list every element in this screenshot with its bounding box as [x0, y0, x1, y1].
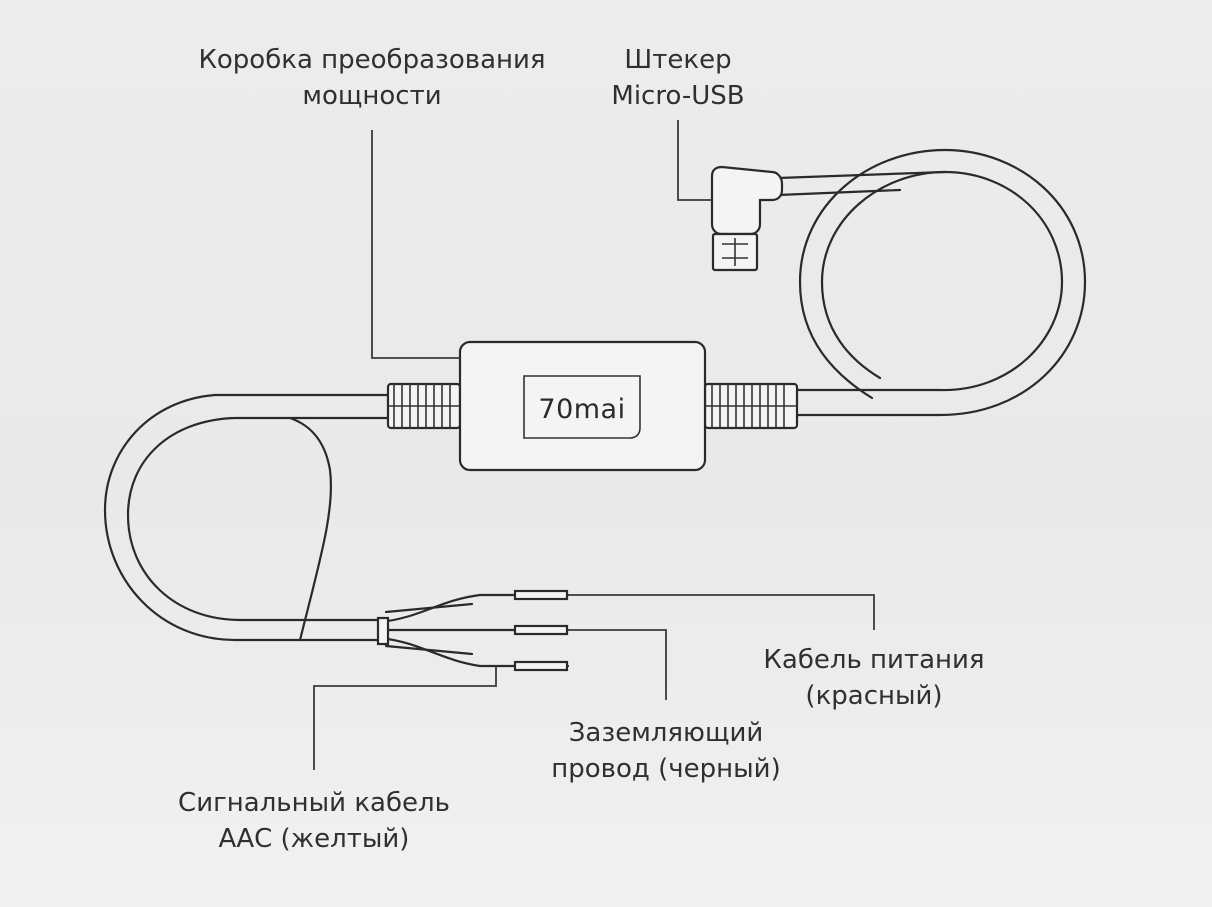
right-cable-loop: [776, 148, 1087, 417]
label-power-box-line1: Коробка преобразования: [198, 45, 546, 75]
wire-bundle: [376, 589, 570, 672]
right-strain-relief: [703, 382, 799, 430]
leader-lines: [313, 120, 875, 770]
left-cable-loop: [103, 393, 390, 642]
label-power-box-line2: мощности: [302, 81, 442, 111]
label-micro-usb-line1: Штекер: [624, 45, 732, 75]
left-strain-relief: [386, 382, 462, 430]
label-acc-cable-line1: Сигнальный кабель: [178, 788, 450, 818]
converter-box-icon: 70mai: [458, 340, 707, 472]
label-power-cable-line1: Кабель питания: [763, 645, 985, 675]
label-power-cable-line2: (красный): [805, 681, 943, 711]
label-acc-cable-line2: ААС (желтый): [218, 824, 410, 854]
label-ground-wire-line1: Заземляющий: [568, 718, 764, 748]
label-ground-wire-line2: провод (черный): [551, 754, 781, 784]
box-logo: 70mai: [538, 394, 625, 425]
micro-usb-plug-icon: [710, 165, 784, 272]
label-micro-usb-line2: Micro-USB: [611, 81, 745, 111]
